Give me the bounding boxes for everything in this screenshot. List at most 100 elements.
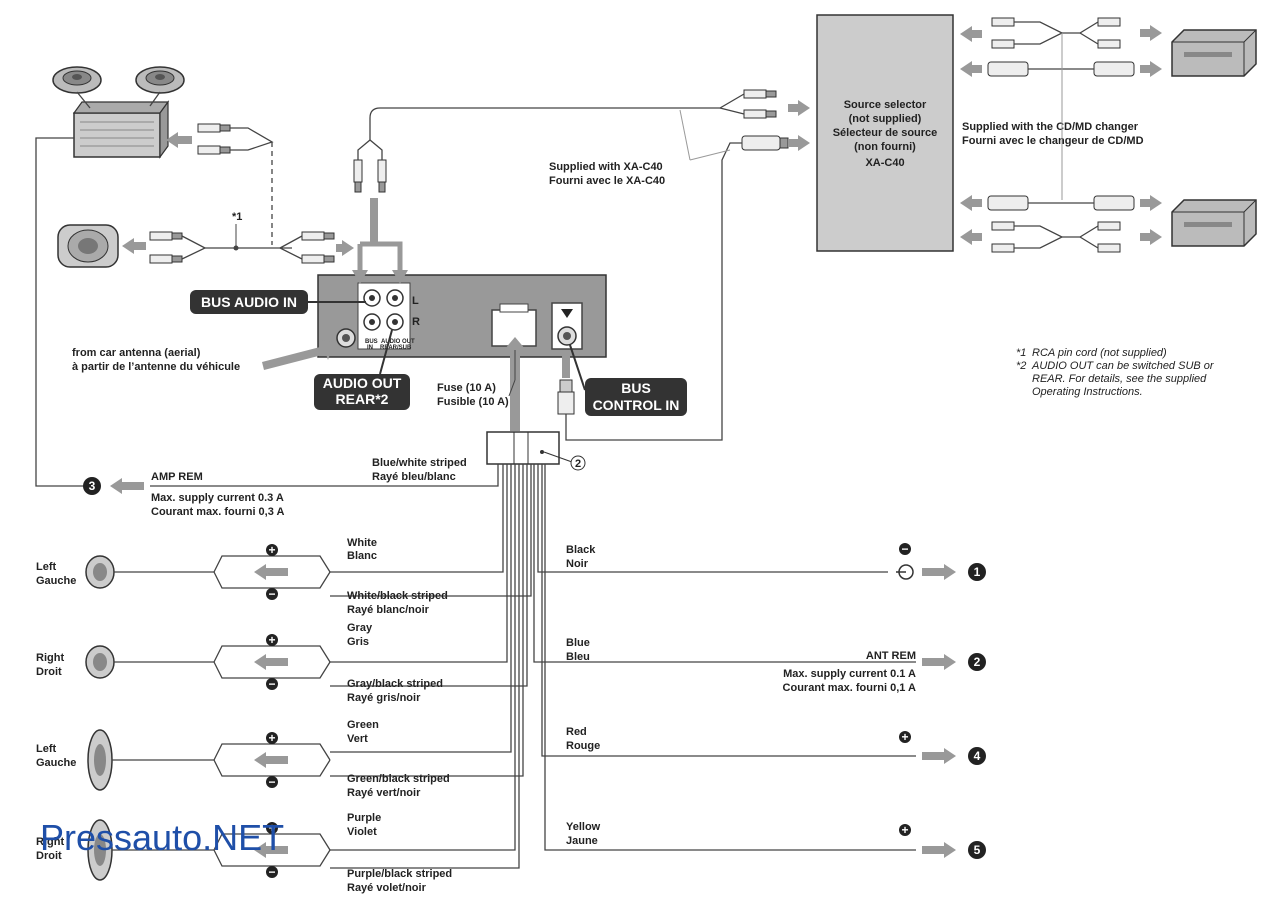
svg-text:+: + bbox=[901, 823, 908, 837]
red-wire-1: Red bbox=[566, 726, 587, 738]
amplifier-icon bbox=[72, 100, 170, 159]
speaker3-side-1: Left bbox=[36, 743, 57, 755]
speaker4-plus-2: Violet bbox=[347, 826, 377, 838]
speaker-row-2: + − bbox=[85, 633, 331, 691]
svg-text:−: − bbox=[268, 775, 275, 789]
blue-wire-1: Blue bbox=[566, 637, 590, 649]
audio-out-label: AUDIO OUT bbox=[323, 375, 402, 391]
watermark: Pressauto.NET bbox=[40, 817, 284, 858]
speaker1-minus-2: Rayé blanc/noir bbox=[347, 604, 430, 616]
audio-out-small-1: AUDIO OUT bbox=[381, 339, 415, 345]
speaker1-plus-2: Blanc bbox=[347, 550, 377, 562]
footnote2-mark: *2 bbox=[1016, 360, 1026, 372]
speaker1-plus-1: White bbox=[347, 537, 377, 549]
source-selector-2: (not supplied) bbox=[849, 113, 922, 125]
speaker3-side-2: Gauche bbox=[36, 757, 76, 769]
source-selector-5: XA-C40 bbox=[865, 157, 904, 169]
fuse-note-2: Fusible (10 A) bbox=[437, 396, 509, 408]
speaker-row-4: + − bbox=[87, 819, 331, 881]
jack-l-label: L bbox=[412, 295, 419, 307]
yellow-wire-2: Jaune bbox=[566, 835, 598, 847]
audio-out-rear-label: REAR*2 bbox=[336, 391, 389, 407]
yellow-wire-1: Yellow bbox=[566, 821, 601, 833]
speaker2-plus-1: Gray bbox=[347, 622, 373, 634]
rca-plug-icon bbox=[557, 379, 575, 415]
speaker2-minus-2: Rayé gris/noir bbox=[347, 692, 421, 704]
speaker4-side-1: Right bbox=[36, 836, 64, 848]
speaker1-minus-1: White/black striped bbox=[347, 590, 448, 602]
fuse-note-1: Fuse (10 A) bbox=[437, 382, 496, 394]
bus-in-small-1: BUS bbox=[365, 339, 378, 345]
black-wire-2: Noir bbox=[566, 558, 589, 570]
svg-text:−: − bbox=[901, 542, 908, 556]
rca-plug-icon bbox=[197, 123, 231, 155]
speaker3-minus-2: Rayé vert/noir bbox=[347, 787, 421, 799]
cd-changer-icon bbox=[1171, 29, 1257, 77]
speaker4-minus-1: Purple/black striped bbox=[347, 868, 452, 880]
ant-rem-label: ANT REM bbox=[866, 650, 916, 662]
speaker-row-1: + − bbox=[85, 543, 331, 601]
svg-text:+: + bbox=[268, 731, 275, 745]
speaker1-side-1: Left bbox=[36, 561, 57, 573]
amp-rem-number: 3 bbox=[89, 479, 96, 493]
speaker3-plus-2: Vert bbox=[347, 733, 368, 745]
note1-mark: *1 bbox=[232, 211, 242, 223]
speaker2-minus-1: Gray/black striped bbox=[347, 678, 443, 690]
source-selector-box bbox=[816, 14, 954, 252]
bus-audio-in-label: BUS AUDIO IN bbox=[201, 294, 297, 310]
bus-control-label-1: BUS bbox=[621, 380, 651, 396]
wire-number-2: 2 bbox=[974, 655, 981, 669]
cd-changer-note-2: Fourni avec le changeur de CD/MD bbox=[962, 135, 1144, 147]
cd-changer-icon bbox=[1171, 199, 1257, 247]
speaker-icon bbox=[52, 66, 102, 94]
cd-changer-note-1: Supplied with the CD/MD changer bbox=[962, 121, 1139, 133]
bus-audio-in-badge bbox=[190, 290, 308, 314]
amp-rem-max-1: Max. supply current 0.3 A bbox=[151, 492, 284, 504]
ant-rem-max-1: Max. supply current 0.1 A bbox=[783, 668, 916, 680]
blue-wire-2: Bleu bbox=[566, 651, 590, 663]
source-selector-3: Sélecteur de source bbox=[833, 127, 938, 139]
audio-out-rear-badge bbox=[314, 374, 410, 410]
svg-text:−: − bbox=[268, 865, 275, 879]
xa-c40-note-2: Fourni avec le XA-C40 bbox=[549, 175, 665, 187]
speaker1-side-2: Gauche bbox=[36, 575, 76, 587]
red-wire-2: Rouge bbox=[566, 740, 600, 752]
rca-plug-icon bbox=[741, 89, 789, 151]
speaker3-plus-1: Green bbox=[347, 719, 379, 731]
antenna-note-1: from car antenna (aerial) bbox=[72, 347, 201, 359]
xa-c40-note-1: Supplied with XA-C40 bbox=[549, 161, 663, 173]
amp-rem-max-2: Courant max. fourni 0,3 A bbox=[151, 506, 285, 518]
speaker2-side-1: Right bbox=[36, 652, 64, 664]
svg-text:−: − bbox=[268, 587, 275, 601]
source-selector-1: Source selector bbox=[844, 99, 927, 111]
svg-text:+: + bbox=[268, 821, 275, 835]
footnote2-line2: REAR. For details, see the supplied bbox=[1032, 373, 1207, 385]
antenna-note-2: à partir de l’antenne du véhicule bbox=[72, 361, 240, 373]
wire-number-1: 1 bbox=[974, 565, 981, 579]
footnote1-line1: RCA pin cord (not supplied) bbox=[1032, 347, 1167, 359]
speaker2-side-2: Droit bbox=[36, 666, 62, 678]
svg-text:+: + bbox=[268, 543, 275, 557]
footnote2-line1: AUDIO OUT can be switched SUB or bbox=[1031, 360, 1215, 372]
rca-plug-icon bbox=[987, 17, 1135, 77]
source-selector-4: (non fourni) bbox=[854, 141, 916, 153]
ant-rem-max-2: Courant max. fourni 0,1 A bbox=[783, 682, 917, 694]
speaker-icon bbox=[135, 66, 185, 94]
ground-terminal-icon bbox=[896, 564, 914, 580]
speaker2-plus-2: Gris bbox=[347, 636, 369, 648]
wire-number-5: 5 bbox=[974, 843, 981, 857]
rca-plug-icon bbox=[353, 159, 387, 193]
rca-plug-icon bbox=[987, 195, 1135, 253]
black-wire-1: Black bbox=[566, 544, 596, 556]
speaker3-minus-1: Green/black striped bbox=[347, 773, 450, 785]
head-unit bbox=[317, 274, 607, 358]
jack-r-label: R bbox=[412, 316, 420, 328]
audio-out-small-2: REAR/SUB bbox=[380, 345, 412, 351]
svg-text:+: + bbox=[268, 633, 275, 647]
connector-number: 2 bbox=[575, 458, 581, 470]
bus-in-small-2: IN bbox=[367, 345, 373, 351]
svg-text:+: + bbox=[901, 730, 908, 744]
amp-rem-wire-2: Rayé bleu/blanc bbox=[372, 471, 456, 483]
subwoofer-icon bbox=[57, 224, 119, 268]
